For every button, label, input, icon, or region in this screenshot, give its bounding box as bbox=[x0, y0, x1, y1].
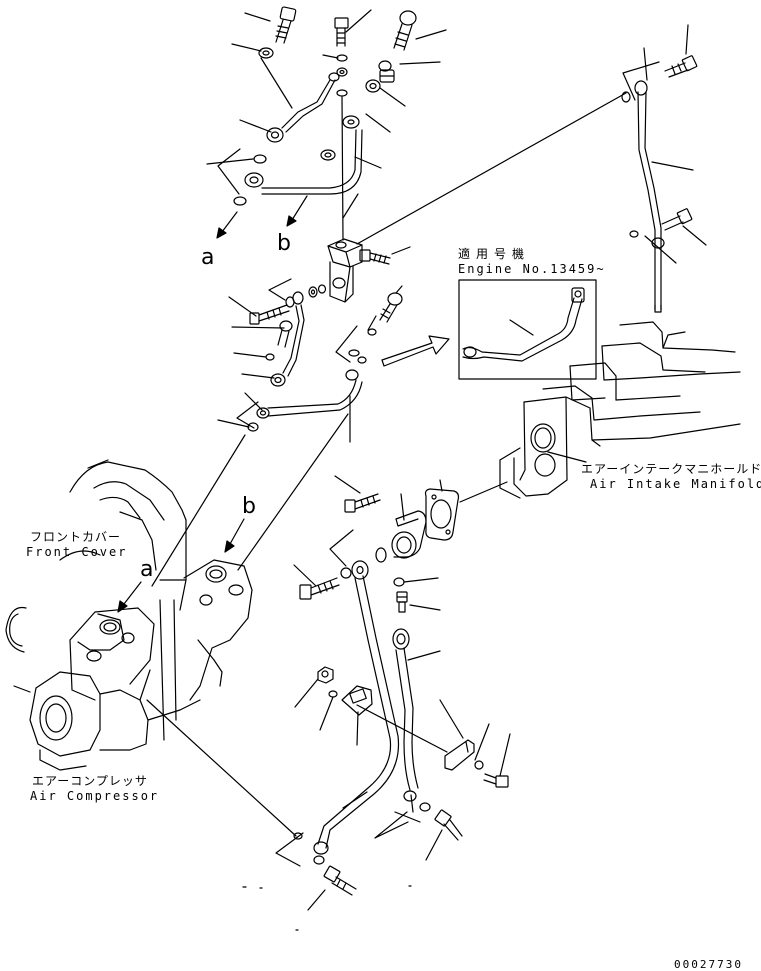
lower-long-pipe-left bbox=[313, 575, 400, 855]
right-top-bolt bbox=[664, 55, 698, 78]
upper-fitting-right bbox=[379, 69, 395, 83]
pipe-clamp bbox=[341, 685, 373, 716]
marker-b-compressor: b bbox=[242, 494, 257, 519]
air-compressor bbox=[5, 559, 253, 771]
upper-bolt-right bbox=[393, 10, 417, 51]
clamp-plate bbox=[444, 739, 475, 771]
middle-small-bolt bbox=[277, 320, 293, 348]
bottom-bolt bbox=[323, 865, 357, 896]
clamp-bolt bbox=[483, 773, 509, 788]
inset-box bbox=[458, 279, 597, 380]
air-compressor-label-jp: エアーコンプレッサ bbox=[32, 774, 148, 788]
middle-pipe-lower bbox=[267, 369, 363, 417]
elbow-bolt bbox=[344, 493, 381, 513]
middle-pipe-upper bbox=[282, 291, 305, 377]
arrow-a-compressor bbox=[117, 581, 142, 613]
lower-right-bolt bbox=[434, 809, 463, 841]
upper-left-pipe bbox=[266, 72, 340, 143]
front-cover-label-jp: フロントカバー bbox=[30, 530, 122, 544]
marker-b-top: b bbox=[277, 231, 292, 256]
upper-curved-pipe bbox=[244, 115, 363, 195]
air-intake-manifold-label-jp: エアーインテークマニホールド bbox=[581, 462, 761, 476]
middle-bolt-left bbox=[249, 304, 290, 325]
flange-gasket bbox=[424, 488, 460, 541]
marker-a-top: a bbox=[201, 245, 216, 270]
engine-number-label: Engine No.13459~ bbox=[458, 262, 606, 276]
arrow-b-top bbox=[286, 195, 308, 227]
applicable-model-label: 適用号機 bbox=[458, 247, 531, 261]
arrow-a-top bbox=[216, 211, 238, 239]
drawing-number: 00027730 bbox=[674, 958, 743, 971]
right-vertical-pipe bbox=[634, 80, 665, 313]
nut bbox=[317, 666, 334, 684]
hollow-arrow-to-inset bbox=[381, 335, 450, 367]
air-intake-manifold bbox=[499, 321, 741, 499]
upper-bolt-center bbox=[334, 17, 349, 47]
middle-fitting-right bbox=[379, 292, 403, 323]
upper-bolt-left bbox=[275, 6, 297, 44]
tee-bolt bbox=[359, 249, 391, 265]
elbow-fitting bbox=[391, 493, 427, 559]
air-intake-manifold-label-en: Air Intake Manifold bbox=[590, 477, 761, 491]
connector-fitting bbox=[396, 591, 408, 613]
front-cover-label-en: Front Cover bbox=[26, 545, 128, 559]
arrow-b-compressor bbox=[224, 518, 245, 553]
tee-block bbox=[327, 238, 363, 303]
marker-a-compressor: a bbox=[140, 557, 155, 582]
lower-long-pipe-right bbox=[392, 628, 419, 802]
right-mid-bolt bbox=[661, 208, 693, 231]
air-compressor-label-en: Air Compressor bbox=[30, 789, 160, 803]
lower-left-bolt bbox=[299, 577, 340, 600]
